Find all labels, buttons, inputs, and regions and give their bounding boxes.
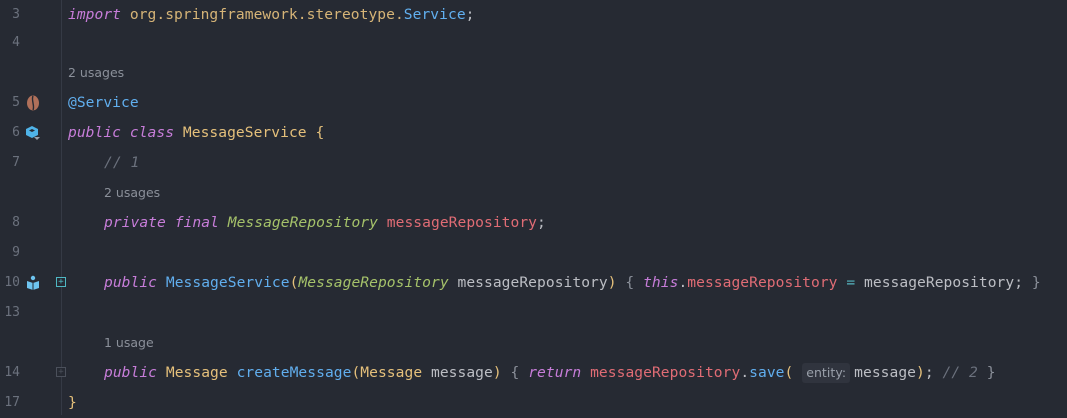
code-line-3[interactable]: 3 import org.springframework.stereotype.… (0, 0, 1067, 30)
return-type: Message (165, 364, 228, 381)
keyword-public: public (68, 124, 122, 141)
implemented-class-icon[interactable] (25, 125, 41, 141)
keyword-private: private (104, 214, 166, 231)
usages-hint-row: 1 usage (0, 328, 1067, 358)
code-text[interactable]: import org.springframework.stereotype.Se… (68, 0, 475, 30)
method-call: save (749, 364, 785, 381)
imported-class: Service (403, 6, 466, 23)
code-line-13[interactable]: 13 (0, 298, 1067, 328)
brace: { (501, 364, 529, 381)
usages-hint[interactable]: 2 usages (104, 185, 161, 200)
semicolon: ; (924, 364, 943, 381)
dot: . (678, 274, 688, 291)
field-ref: messageRepository (590, 364, 741, 381)
paren: ) (492, 364, 502, 381)
semicolon: ; (537, 214, 546, 231)
comment: // 2 (942, 364, 978, 381)
parameter-name-inlay-hint: entity: (802, 363, 851, 383)
usages-hint-row: 2 usages (0, 178, 1067, 208)
line-number: 9 (12, 245, 20, 260)
package-path: org.springframework.stereotype. (129, 6, 404, 23)
field-name: messageRepository (386, 214, 538, 231)
code-text[interactable]: public Message createMessage(Message mes… (68, 358, 996, 388)
comment: // 1 (104, 154, 140, 171)
line-number: 6 (12, 125, 20, 140)
param-type: Message (360, 364, 423, 381)
usages-hint[interactable]: 2 usages (68, 65, 125, 80)
spring-bean-icon[interactable] (25, 95, 41, 111)
field-ref: messageRepository (687, 274, 838, 291)
line-number: 8 (12, 215, 20, 230)
keyword-class: class (129, 124, 175, 141)
code-line-8[interactable]: 8 private final MessageRepository messag… (0, 208, 1067, 238)
keyword-public: public (104, 364, 158, 381)
line-number: 7 (12, 155, 20, 170)
brace: } (977, 364, 996, 381)
constructor-name: MessageService (165, 274, 290, 291)
expand-fold-icon[interactable]: + (56, 277, 66, 287)
param-name: message (422, 364, 493, 381)
code-text[interactable]: // 1 (68, 148, 139, 178)
usages-hint-row: 2 usages (0, 58, 1067, 88)
code-line-5[interactable]: 5 @Service (0, 88, 1067, 118)
line-number: 10 (4, 275, 20, 290)
paren: ( (351, 364, 361, 381)
code-line-14[interactable]: 14 + public Message createMessage(Messag… (0, 358, 1067, 388)
code-line-17[interactable]: 17 } (0, 388, 1067, 418)
code-line-4[interactable]: 4 (0, 28, 1067, 58)
close-brace: } (68, 394, 77, 411)
code-text[interactable]: @Service (68, 88, 139, 118)
annotation: @Service (68, 94, 139, 111)
code-text[interactable]: } (68, 388, 77, 418)
collapse-fold-icon[interactable]: + (56, 367, 66, 377)
value: messageRepository; (864, 274, 1024, 291)
class-name: MessageService (182, 124, 307, 141)
code-text[interactable]: public MessageService(MessageRepository … (68, 268, 1041, 298)
param-type: MessageRepository (298, 274, 449, 291)
line-number: 17 (4, 395, 20, 410)
paren: ( (289, 274, 299, 291)
autowired-injection-icon[interactable] (25, 275, 41, 291)
brace: } (1023, 274, 1041, 291)
line-number: 4 (12, 35, 20, 50)
keyword-import: import (68, 6, 122, 23)
usages-hint[interactable]: 1 usage (104, 335, 154, 350)
brace: { (616, 274, 644, 291)
code-line-6[interactable]: 6 public class MessageService { (0, 118, 1067, 148)
semicolon: ; (465, 6, 475, 23)
keyword-return: return (528, 364, 582, 381)
line-number: 14 (4, 365, 20, 380)
gutter-divider (61, 0, 62, 415)
code-line-10[interactable]: 10 + public MessageService(MessageReposi… (0, 268, 1067, 298)
field-type: MessageRepository (227, 214, 378, 231)
keyword-final: final (174, 214, 219, 231)
paren: ) (607, 274, 617, 291)
paren: ) (916, 364, 925, 381)
assign-op: = (837, 274, 865, 291)
code-line-7[interactable]: 7 // 1 (0, 148, 1067, 178)
keyword-public: public (104, 274, 158, 291)
dot: . (740, 364, 750, 381)
line-number: 3 (12, 7, 20, 22)
keyword-this: this (643, 274, 679, 291)
param-name: messageRepository (448, 274, 608, 291)
paren: ( (784, 364, 803, 381)
open-brace: { (315, 124, 325, 141)
line-number: 5 (12, 95, 20, 110)
method-name: createMessage (236, 364, 352, 381)
code-line-9[interactable]: 9 (0, 238, 1067, 268)
argument: message (854, 364, 916, 381)
code-text[interactable]: public class MessageService { (68, 118, 324, 148)
code-text[interactable]: private final MessageRepository messageR… (68, 208, 546, 238)
line-number: 13 (4, 305, 20, 320)
